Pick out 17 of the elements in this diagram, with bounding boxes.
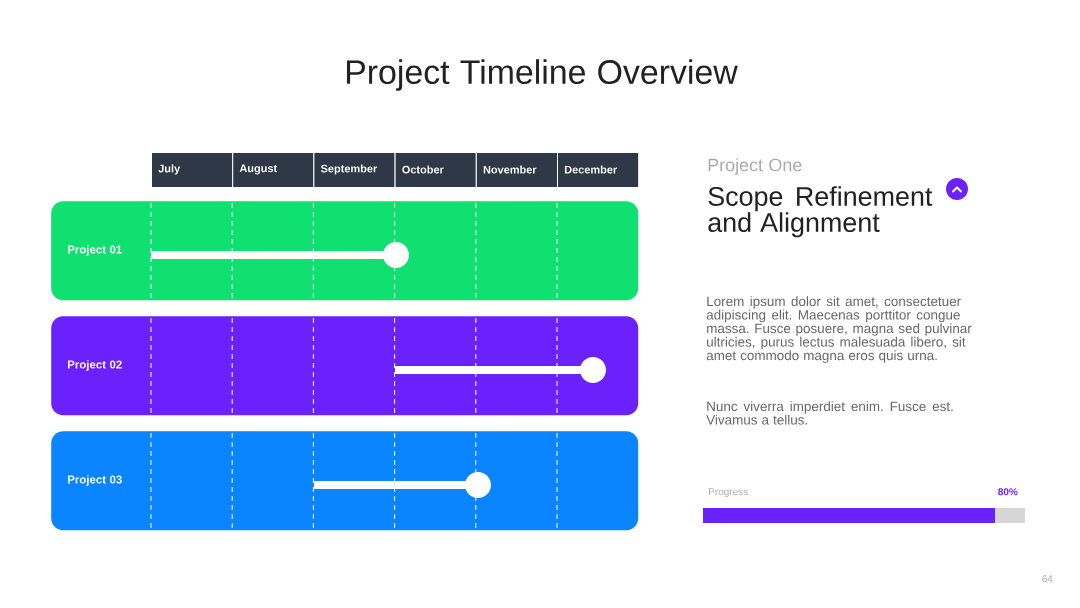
project-bar: Project 02 xyxy=(51,316,639,416)
month-header-cell: October xyxy=(394,152,477,188)
month-header-cell: September xyxy=(313,152,396,188)
month-header-cell: November xyxy=(475,152,558,188)
progress-label: Progress xyxy=(709,488,748,498)
page-number: 64 xyxy=(1042,575,1053,583)
subtitle: Project One xyxy=(708,158,802,175)
month-header-cell: August xyxy=(232,152,315,188)
project-bar: Project 03 xyxy=(51,431,639,531)
heading: Scope Refinement and Alignment xyxy=(708,186,933,238)
body-text: Lorem ipsum dolor sit amet, consectetuer adipiscing elit. Maecenas porttitor congue massa. Fusce posuere, magna sed pulvinar ultricies, purus lectus malesuada libero, sit amet commodo magna eros quis urna. xyxy=(706,296,972,363)
month-header-cell: July xyxy=(151,152,234,188)
month-header-cell: December xyxy=(557,152,640,188)
body-text: Nunc viverra imperdiet enim. Fusce est. Vivamus a tellus. xyxy=(706,401,953,425)
project-bar: Project 01 xyxy=(51,201,639,301)
title: Project Timeline Overview xyxy=(346,59,738,91)
progress-value: 80% xyxy=(998,488,1018,496)
